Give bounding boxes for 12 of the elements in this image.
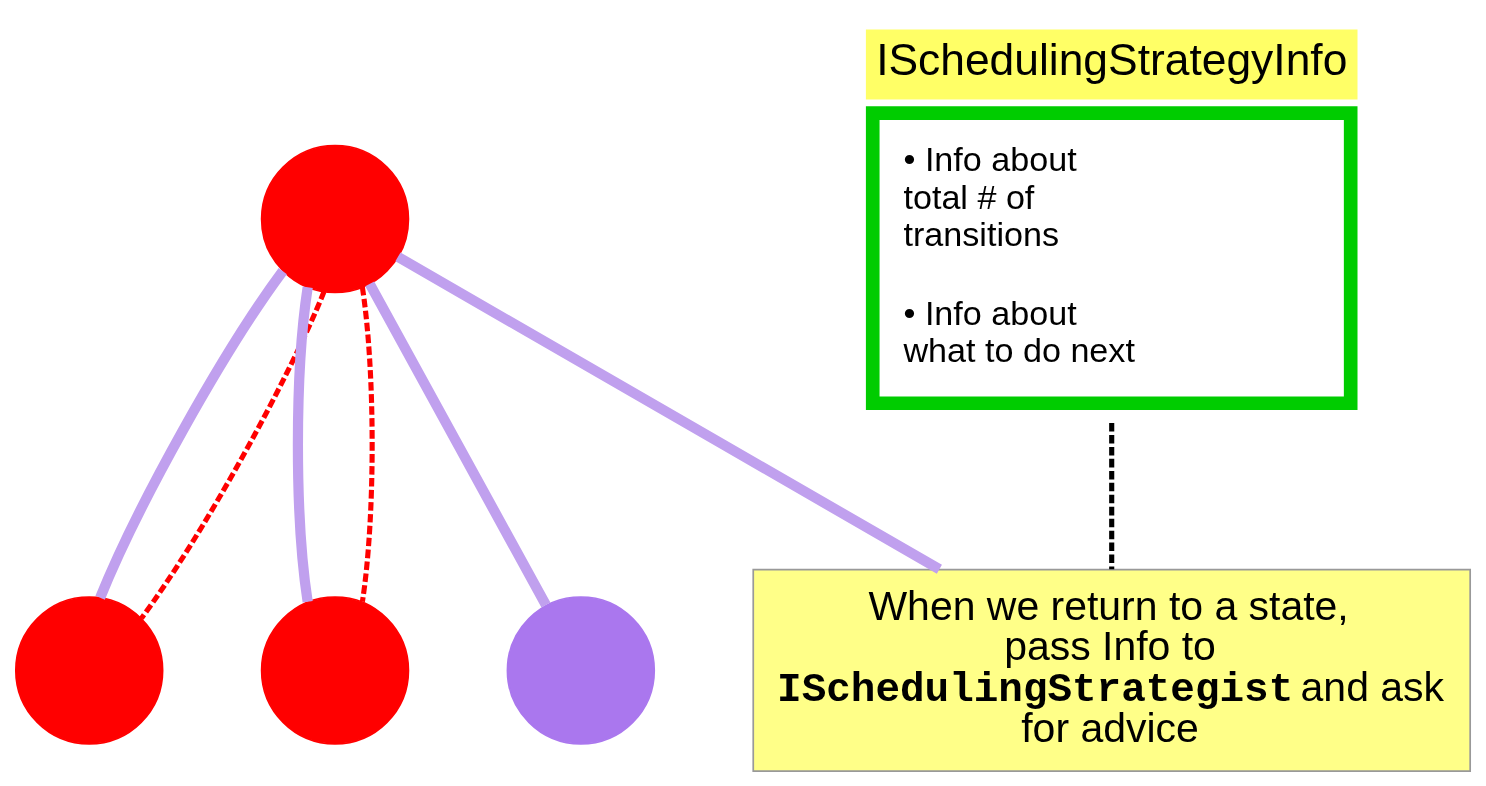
node-circle xyxy=(260,596,410,745)
connector xyxy=(1109,423,1115,570)
connector xyxy=(292,286,313,603)
connector xyxy=(139,290,327,620)
connector xyxy=(95,268,287,600)
node-circle xyxy=(506,596,656,745)
connector xyxy=(359,286,375,603)
connector xyxy=(395,252,942,574)
connector xyxy=(365,281,551,608)
node-circle xyxy=(14,596,164,745)
node-circle xyxy=(260,144,410,294)
node-box: When we return to a state, pass Info to ISchedulingStrategist and ask for advice xyxy=(752,568,1472,772)
